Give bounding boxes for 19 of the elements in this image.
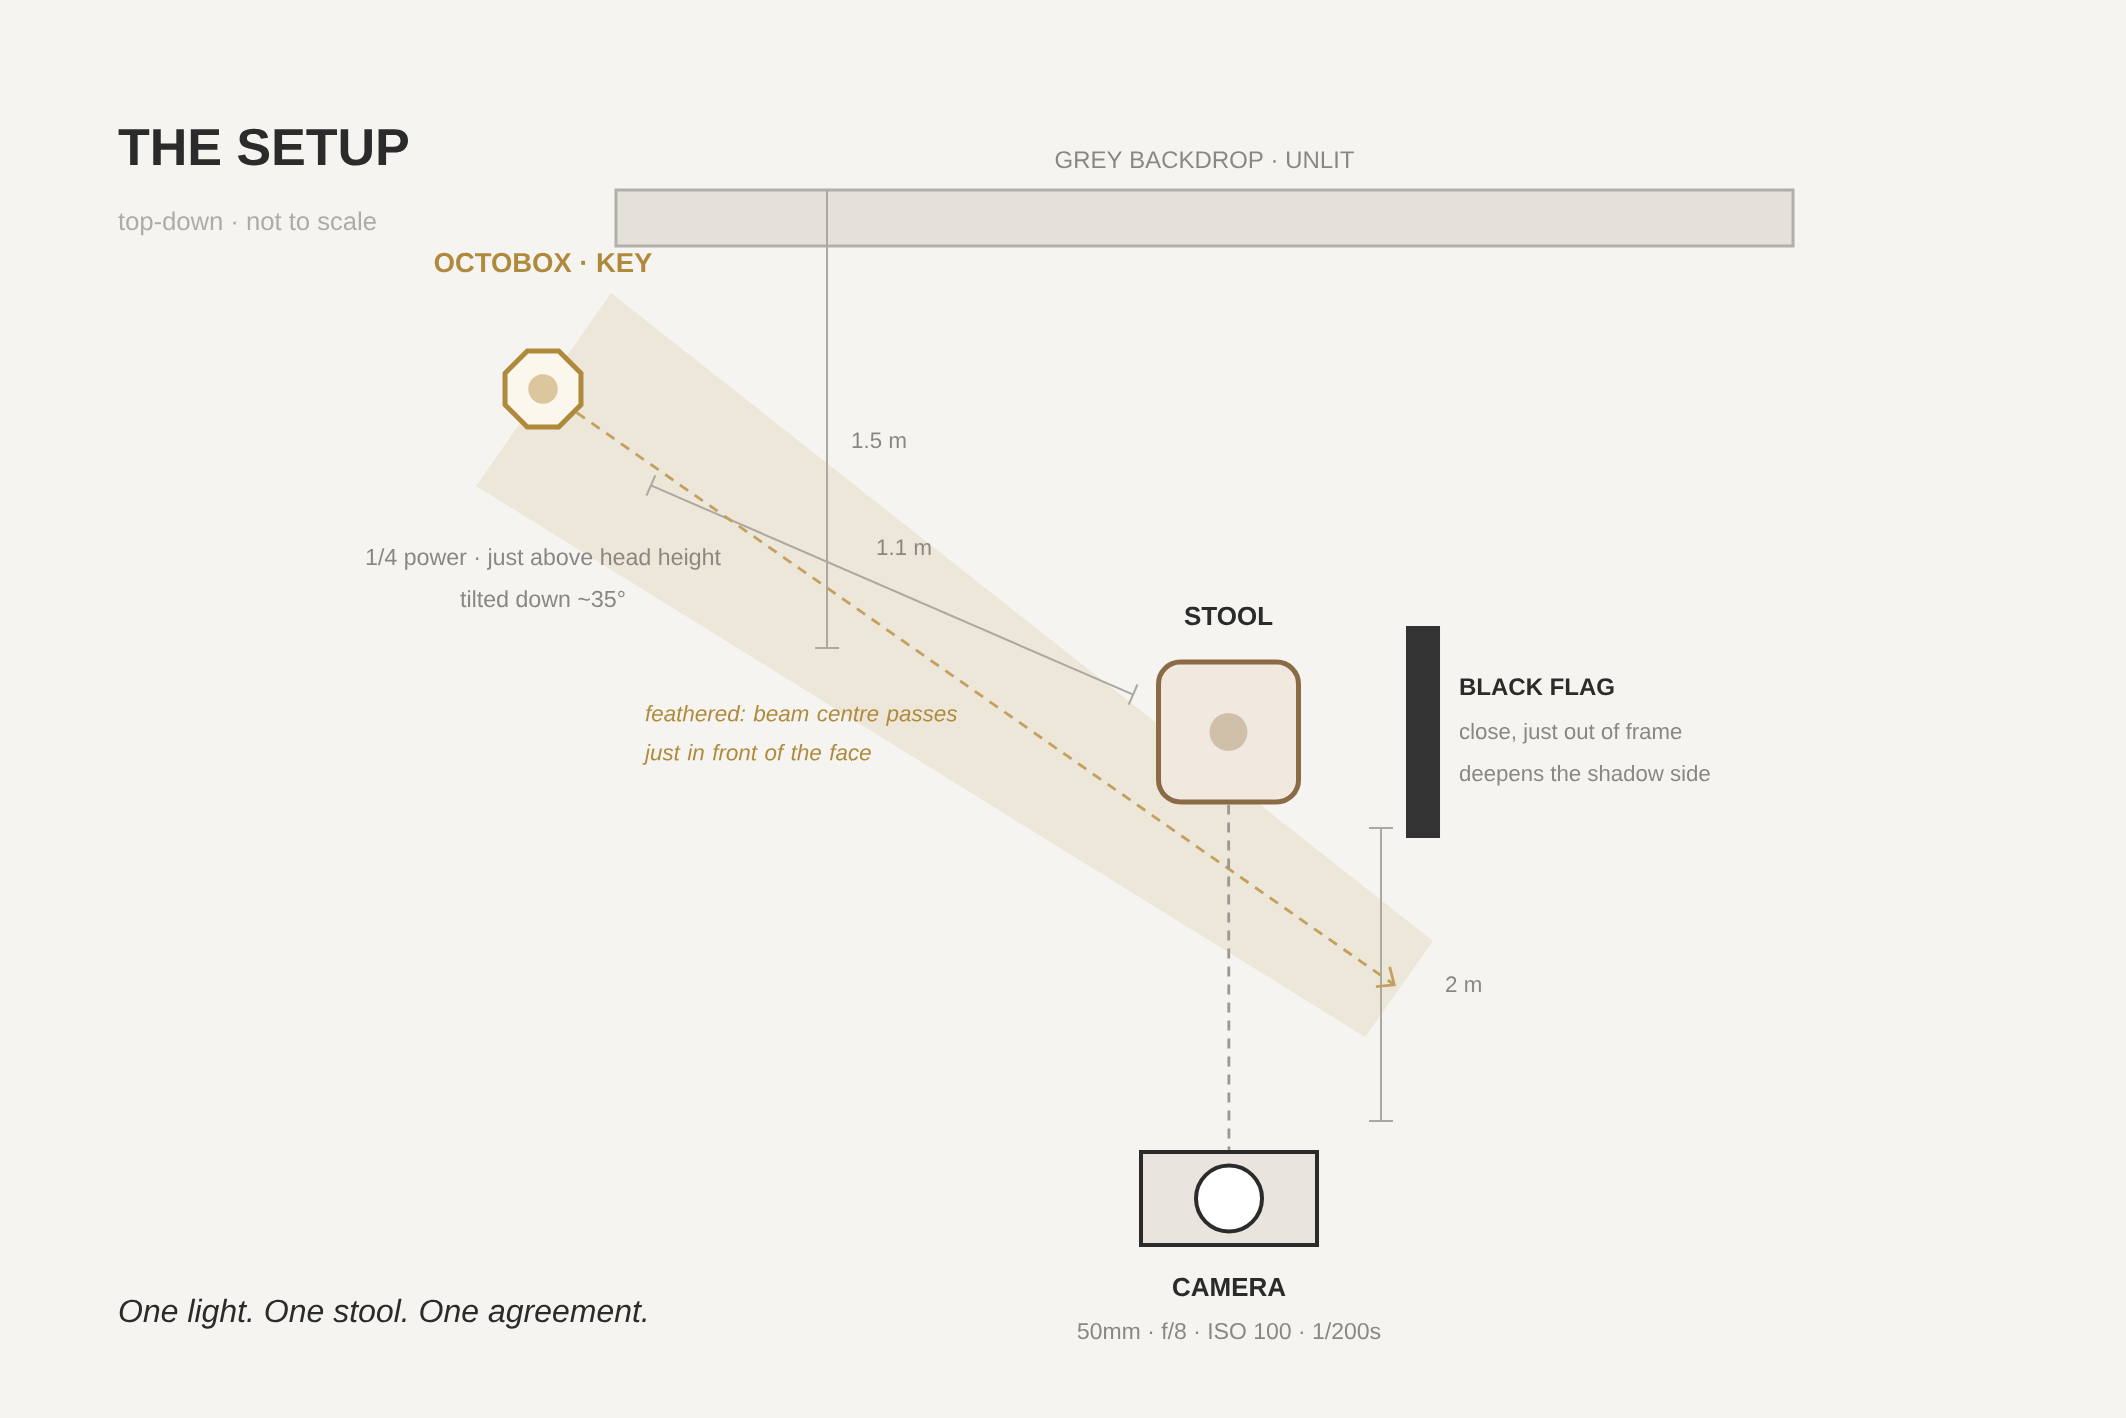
stool-label: STOOL <box>1184 606 1273 626</box>
note-text: feathered: beam centre passes just in front of the face <box>642 705 957 765</box>
dimension-label: 2 m <box>1446 976 1481 992</box>
flag-label: BLACK FLAG <box>1460 678 1614 696</box>
flag-note: deepens the shadow side <box>1459 764 1710 786</box>
light-label: OCTOBOX · KEY <box>434 252 652 273</box>
caption: One light. One stool. One agreement. <box>119 1298 646 1329</box>
camera-settings: 50mm · f/8 · ISO 100 · 1/200s <box>1077 1322 1381 1340</box>
dimension-label: 1.5 m <box>852 432 906 449</box>
beam-axis-arrow <box>575 411 1396 988</box>
camera-label: CAMERA <box>1173 1277 1286 1297</box>
backdrop-label: GREY BACKDROP · UNLIT <box>1055 151 1354 169</box>
light-note: tilted down ~35° <box>460 590 625 608</box>
subtitle: top-down · not to scale <box>118 211 376 236</box>
light-note: 1/4 power · just above head height <box>366 548 721 570</box>
title: THE SETUP <box>118 128 408 166</box>
dimension-label: 1.1 m <box>877 539 931 555</box>
flag-note: close, just out of frame <box>1459 722 1682 744</box>
sight-line <box>1227 804 1231 1150</box>
